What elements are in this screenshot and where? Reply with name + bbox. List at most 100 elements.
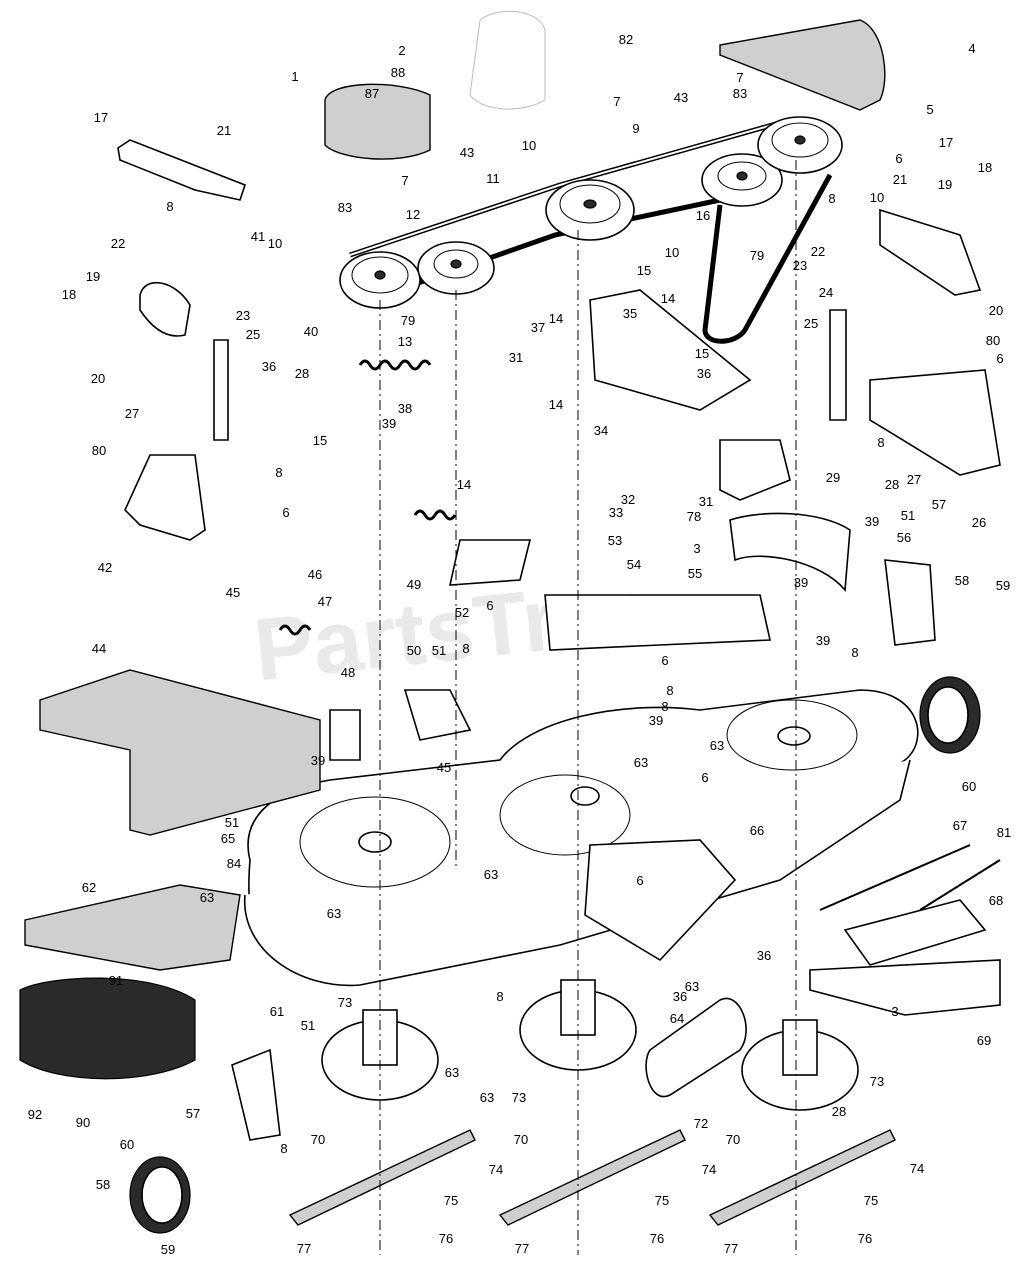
part-callout-33: 33 (609, 505, 623, 520)
part-callout-14: 14 (549, 397, 563, 412)
hanger-rod (919, 859, 1001, 911)
part-callout-41: 41 (251, 229, 265, 244)
part-callout-16: 16 (696, 208, 710, 223)
part-callout-74: 74 (489, 1162, 503, 1177)
part-callout-6: 6 (996, 351, 1003, 366)
part-callout-38: 38 (398, 401, 412, 416)
part-callout-27: 27 (125, 406, 139, 421)
part-callout-3: 3 (693, 541, 700, 556)
part-callout-73: 73 (338, 995, 352, 1010)
part-callout-47: 47 (318, 594, 332, 609)
part-callout-23: 23 (236, 308, 250, 323)
belt-keeper (729, 512, 851, 593)
lift-spring (413, 509, 457, 521)
blade-left (288, 1129, 476, 1226)
part-callout-60: 60 (962, 779, 976, 794)
part-callout-88: 88 (391, 65, 405, 80)
part-callout-21: 21 (217, 123, 231, 138)
belt-guard-right (719, 19, 886, 111)
idler-pulley-right (701, 153, 783, 207)
part-callout-76: 76 (439, 1231, 453, 1246)
part-callout-57: 57 (932, 497, 946, 512)
part-callout-57: 57 (186, 1106, 200, 1121)
part-callout-84: 84 (227, 856, 241, 871)
part-callout-46: 46 (308, 567, 322, 582)
part-callout-8: 8 (462, 641, 469, 656)
part-callout-19: 19 (938, 177, 952, 192)
part-callout-8: 8 (280, 1141, 287, 1156)
deck-mount-bracket (809, 959, 1001, 1016)
part-callout-8: 8 (851, 645, 858, 660)
gauge-wheel-left (129, 1156, 191, 1234)
assembly-centerlines (379, 160, 797, 1255)
part-callout-22: 22 (811, 244, 825, 259)
part-callout-73: 73 (512, 1090, 526, 1105)
part-callout-11: 11 (486, 171, 500, 186)
part-callout-79: 79 (750, 248, 764, 263)
gauge-wheel-right (919, 676, 981, 754)
mulch-cover (19, 977, 196, 1080)
part-callout-91: 91 (109, 973, 123, 988)
part-callout-39: 39 (649, 713, 663, 728)
part-callout-92: 92 (28, 1107, 42, 1122)
part-callout-61: 61 (270, 1004, 284, 1019)
part-callout-12: 12 (406, 207, 420, 222)
part-callout-39: 39 (794, 575, 808, 590)
part-callout-7: 7 (401, 173, 408, 188)
pulley-center-double (545, 179, 635, 241)
part-callout-20: 20 (91, 371, 105, 386)
part-callout-62: 62 (82, 880, 96, 895)
part-callout-6: 6 (636, 873, 643, 888)
part-callout-36: 36 (262, 359, 276, 374)
part-callout-65: 65 (221, 831, 235, 846)
part-callout-42: 42 (98, 560, 112, 575)
part-callout-49: 49 (407, 577, 421, 592)
idler-bracket (589, 289, 752, 411)
part-callout-45: 45 (437, 760, 451, 775)
part-callout-52: 52 (455, 605, 469, 620)
part-callout-8: 8 (828, 191, 835, 206)
part-callout-27: 27 (907, 472, 921, 487)
spindle-roller (645, 997, 747, 1098)
part-callout-10: 10 (870, 190, 884, 205)
part-callout-74: 74 (910, 1161, 924, 1176)
pulley-left (339, 251, 421, 309)
part-callout-66: 66 (750, 823, 764, 838)
part-callout-18: 18 (62, 287, 76, 302)
part-callout-24: 24 (819, 285, 833, 300)
part-callout-31: 31 (699, 494, 713, 509)
part-callout-36: 36 (757, 948, 771, 963)
part-callout-10: 10 (268, 236, 282, 251)
spindle-assembly-right (741, 1019, 859, 1111)
anti-scalp-bracket-right (884, 559, 936, 646)
rear-bracket-center (584, 839, 737, 962)
engine-outline (469, 10, 546, 110)
mower-deck-housing (244, 689, 919, 987)
part-callout-73: 73 (870, 1074, 884, 1089)
blade-center (498, 1129, 686, 1226)
part-callout-69: 69 (977, 1033, 991, 1048)
part-callout-83: 83 (733, 86, 747, 101)
part-callout-58: 58 (955, 573, 969, 588)
front-bracket-left (124, 454, 206, 541)
part-callout-63: 63 (484, 867, 498, 882)
part-callout-7: 7 (736, 70, 743, 85)
part-callout-54: 54 (627, 557, 641, 572)
part-callout-56: 56 (897, 530, 911, 545)
part-callout-20: 20 (989, 303, 1003, 318)
part-callout-1: 1 (291, 69, 298, 84)
part-callout-63: 63 (710, 738, 724, 753)
baffle-plate (544, 594, 771, 651)
part-callout-8: 8 (877, 435, 884, 450)
part-callout-15: 15 (313, 433, 327, 448)
part-callout-7: 7 (613, 94, 620, 109)
part-callout-59: 59 (996, 578, 1010, 593)
part-callout-59: 59 (161, 1242, 175, 1257)
part-callout-25: 25 (246, 327, 260, 342)
idler-arm-right (719, 439, 791, 501)
pulley-right (757, 116, 843, 174)
part-callout-6: 6 (282, 505, 289, 520)
deck-mount-plate (843, 899, 987, 966)
part-callout-44: 44 (92, 641, 106, 656)
blade-right (708, 1129, 896, 1226)
